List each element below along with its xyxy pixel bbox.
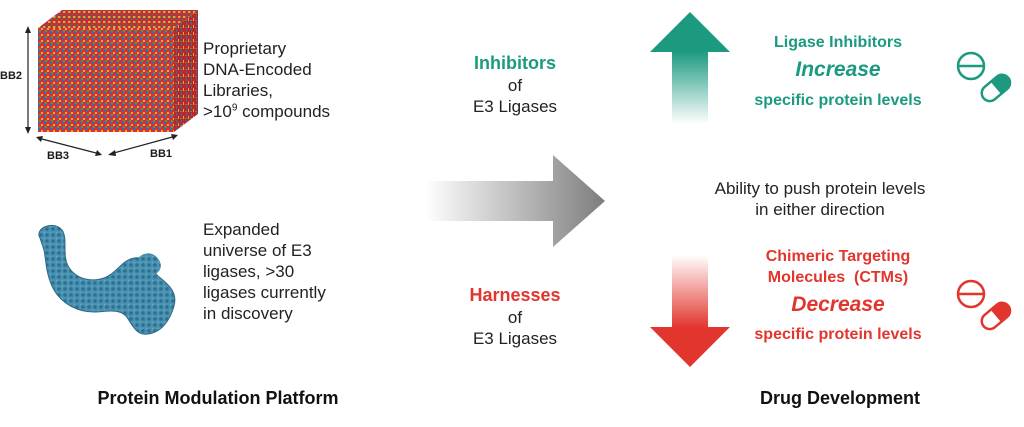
increase-label: Increase	[795, 58, 881, 81]
ligase-inhibitors-label: Ligase Inhibitors	[773, 34, 902, 51]
harnesses-title: Harnesses	[469, 285, 561, 305]
e3-ligase-protein-icon	[32, 220, 182, 340]
universe-description: Expanded universe of E3 ligases, >30 lig…	[203, 219, 326, 324]
decrease-block: Chimeric Targeting Molecules (CTMs) Decr…	[718, 246, 958, 348]
direction-text: Ability to push protein levels in either…	[690, 178, 950, 220]
chimeric-line-2: Molecules (CTMs)	[767, 269, 909, 286]
increase-specific-label: specific protein levels	[754, 92, 922, 109]
cube-label-bb2: BB2	[0, 70, 23, 82]
pill-capsule-icon	[955, 50, 1015, 110]
cube-label-bb1: BB1	[150, 148, 173, 160]
chimeric-line-1: Chimeric Targeting	[765, 248, 911, 265]
direction-line-2: in either direction	[755, 200, 885, 219]
universe-line-1: Expanded	[203, 220, 280, 239]
universe-line-2: universe of E3	[203, 241, 312, 260]
decrease-label: Decrease	[791, 293, 885, 316]
library-description: Proprietary DNA-Encoded Libraries, >109 …	[203, 38, 330, 122]
platform-footer: Protein Modulation Platform	[97, 388, 339, 408]
inhibitors-target: E3 Ligases	[472, 97, 558, 116]
down-arrow-icon	[650, 255, 730, 367]
pill-capsule-icon	[955, 278, 1015, 338]
direction-line-1: Ability to push protein levels	[714, 179, 926, 198]
harnesses-block: Harnesses of E3 Ligases	[440, 284, 590, 349]
universe-line-5: in discovery	[203, 304, 293, 323]
right-arrow-icon	[425, 155, 605, 247]
universe-line-3: ligases, >30	[203, 262, 295, 281]
up-arrow-icon	[650, 12, 730, 124]
inhibitors-block: Inhibitors of E3 Ligases	[440, 52, 590, 117]
library-line-1: Proprietary	[203, 39, 287, 58]
drug-development-footer: Drug Development	[759, 388, 921, 408]
library-line-2: DNA-Encoded	[203, 60, 312, 79]
library-line-4: >109 compounds	[203, 102, 331, 121]
harnesses-target: E3 Ligases	[472, 329, 558, 348]
dna-encoded-library-cube-icon	[20, 8, 200, 168]
cube-label-bb3: BB3	[47, 150, 70, 162]
decrease-specific-label: specific protein levels	[754, 326, 922, 343]
harnesses-of: of	[507, 308, 523, 327]
inhibitors-of: of	[507, 76, 523, 95]
inhibitors-title: Inhibitors	[474, 53, 556, 73]
library-line-3: Libraries,	[203, 81, 273, 100]
universe-line-4: ligases currently	[203, 283, 326, 302]
increase-block: Ligase Inhibitors Increase specific prot…	[718, 32, 958, 116]
